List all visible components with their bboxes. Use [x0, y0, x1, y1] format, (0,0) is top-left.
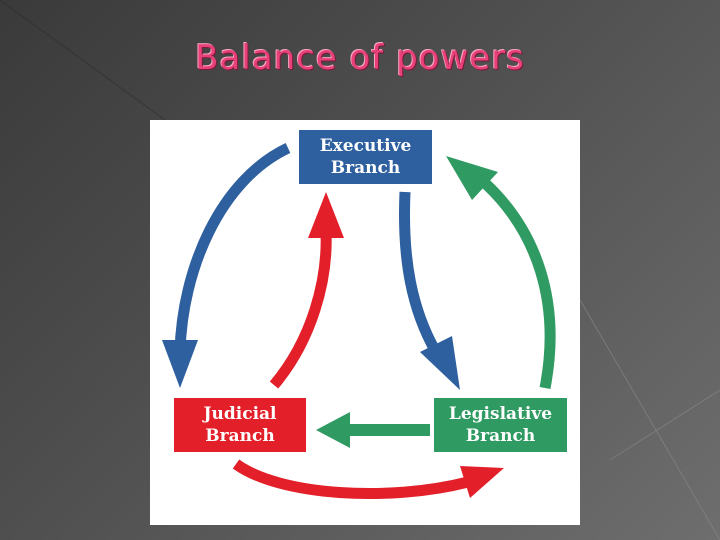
judicial-branch-label-line1: Judicial: [203, 404, 277, 424]
legislative-branch-box: Legislative Branch: [434, 398, 567, 452]
arrowhead-legislative-to-judicial: [316, 412, 350, 448]
legislative-branch-label-line1: Legislative: [448, 404, 553, 424]
arrowhead-judicial-to-legislative: [460, 466, 504, 498]
legislative-branch-label-line2: Branch: [465, 426, 536, 446]
executive-branch-label-line2: Branch: [330, 158, 401, 178]
diagram-arrows: [162, 143, 556, 500]
arrow-executive-to-judicial: [174, 143, 291, 353]
arrowhead-legislative-to-executive: [446, 156, 498, 200]
judicial-branch-box: Judicial Branch: [174, 398, 306, 452]
executive-branch-box: Executive Branch: [299, 130, 432, 184]
arrowhead-judicial-to-executive: [308, 192, 344, 238]
arrowhead-executive-to-legislative: [420, 336, 460, 390]
arrow-judicial-to-executive: [269, 231, 332, 389]
arrow-legislative-to-judicial: [348, 424, 430, 436]
arrow-judicial-to-legislative: [232, 459, 470, 500]
arrow-legislative-to-executive: [482, 179, 556, 390]
slide-title: Balance of powers: [195, 38, 525, 78]
branches-diagram: Executive Branch Judicial Branch Legisla…: [150, 120, 580, 525]
executive-branch-label-line1: Executive: [319, 136, 412, 156]
arrow-executive-to-legislative: [399, 191, 441, 355]
judicial-branch-label-line2: Branch: [205, 426, 275, 446]
arrowhead-executive-to-judicial: [162, 340, 198, 388]
